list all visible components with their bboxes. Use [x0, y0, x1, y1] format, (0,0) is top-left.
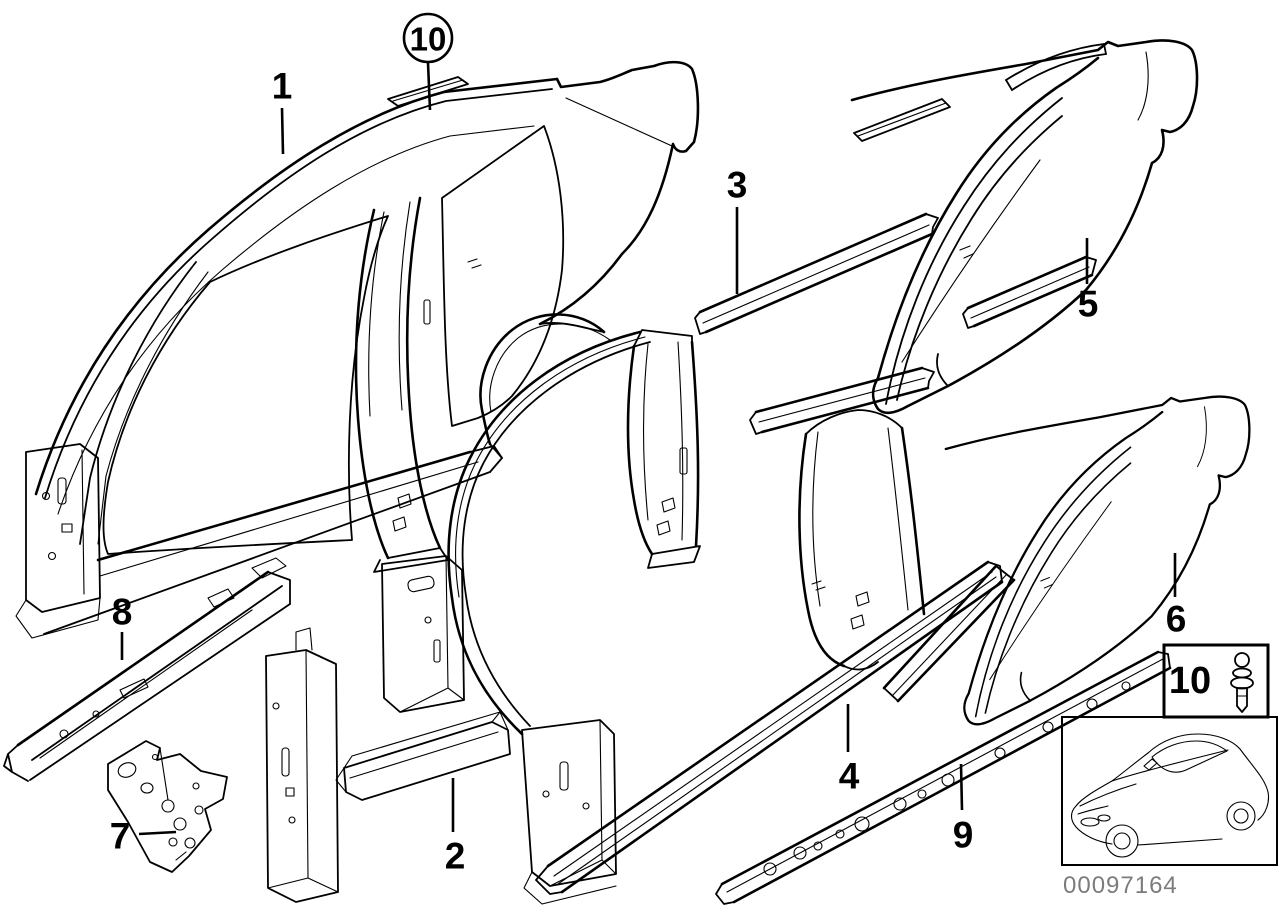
- part-2-front-body-pillar-drawing: [265, 555, 511, 903]
- callout-4[interactable]: 4: [838, 755, 860, 797]
- part-8-front-support-drawing: [3, 557, 291, 782]
- callout-3[interactable]: 3: [726, 164, 748, 206]
- part-1-side-frame-complete-drawing: [15, 60, 700, 639]
- car-sedan-sketch-icon: [1070, 733, 1270, 858]
- roof-rail-piece: [698, 212, 928, 314]
- part-3-side-frame-centre-drawing: [447, 212, 1097, 905]
- part-6-rear-quarter-panel-lower-drawing: [882, 395, 1251, 726]
- roof-moulding-strip: [387, 76, 469, 107]
- part-9-sill-strip-drawing: [715, 650, 1172, 905]
- car-thumbnail-box: [1061, 716, 1278, 866]
- callout-8[interactable]: 8: [111, 591, 133, 633]
- callout-5[interactable]: 5: [1077, 283, 1099, 325]
- part-7-bracket-drawing: [107, 740, 228, 873]
- callout-2[interactable]: 2: [444, 835, 466, 877]
- expansion-rivet-icon: [1230, 652, 1254, 713]
- callout-10-circle[interactable]: [402, 12, 454, 64]
- roof-strip: [853, 98, 951, 142]
- callout-leader-lines: [120, 62, 1177, 836]
- rear-wheel-arch: [479, 313, 606, 446]
- callout-10[interactable]: 10: [409, 20, 447, 58]
- callout-1[interactable]: 1: [271, 65, 293, 107]
- callout-7[interactable]: 7: [109, 815, 131, 857]
- legend-item-number[interactable]: 10: [1168, 660, 1212, 702]
- callout-6[interactable]: 6: [1165, 598, 1187, 640]
- drawing-number: 00097164: [1063, 872, 1178, 899]
- part-4-centre-pillar-sill-drawing: [535, 366, 1004, 895]
- callout-9[interactable]: 9: [952, 814, 974, 856]
- part-5-rear-quarter-panel-upper-drawing: [850, 39, 1199, 415]
